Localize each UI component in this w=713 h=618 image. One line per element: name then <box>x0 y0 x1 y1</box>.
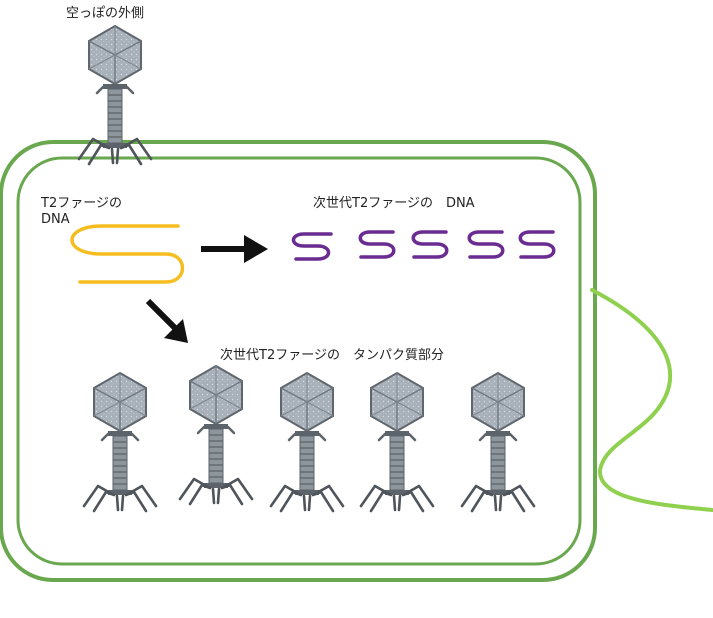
empty-shell-phage <box>77 24 153 166</box>
empty-shell-label: 空っぽの外側 <box>66 6 145 21</box>
next-gen-phage <box>178 364 254 506</box>
next-gen-dna-label: 次世代T2ファージの DNA <box>313 196 475 211</box>
next-dna-strand <box>518 230 556 259</box>
next-gen-protein-label: 次世代T2ファージの タンパク質部分 <box>220 348 444 363</box>
parent-dna-strand <box>70 224 185 284</box>
next-gen-phage <box>460 371 536 513</box>
next-gen-phage <box>359 371 435 513</box>
next-gen-phage <box>269 371 345 513</box>
arrow-to-protein <box>145 298 188 343</box>
next-dna-strand <box>358 230 396 259</box>
next-dna-strand <box>411 230 449 259</box>
cell-outer-wall <box>0 140 597 582</box>
arrow-to-dna <box>201 235 268 263</box>
parent-dna-label-line1: T2ファージの <box>41 196 122 211</box>
parent-dna-label-line2: DNA <box>41 212 70 227</box>
cell-inner-membrane <box>16 156 582 566</box>
next-dna-strand <box>291 232 333 261</box>
next-gen-phage <box>82 371 158 513</box>
next-dna-strand <box>467 230 505 259</box>
flagellum <box>590 288 713 512</box>
